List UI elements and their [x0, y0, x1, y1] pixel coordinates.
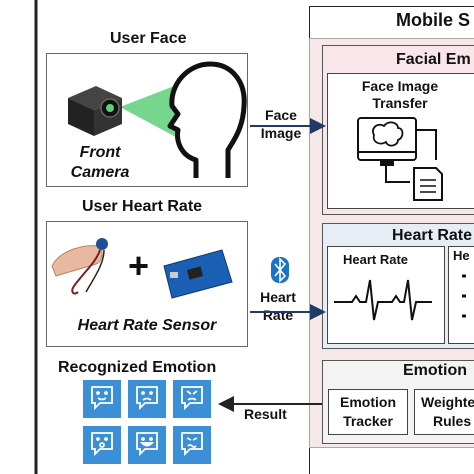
bluetooth-icon	[271, 257, 289, 283]
heart-rate-arrow-line1: Heart	[260, 289, 296, 305]
face-image-transfer-label: Face Image Transfer	[345, 78, 455, 112]
weighted-rules-line2: Rules	[433, 413, 472, 429]
result-arrow-label: Result	[244, 406, 287, 422]
user-heart-rate-title: User Heart Rate	[82, 198, 203, 215]
front-camera-caption: Front Camera	[60, 143, 140, 183]
heart-rate-sensor-caption: Heart Rate Sensor	[77, 317, 217, 334]
recognized-emotion-title: Recognized Emotion	[58, 359, 217, 376]
weighted-rules-line1: Weighte	[421, 394, 474, 410]
heart-rate-arrow-label: Heart Rate	[254, 288, 302, 324]
mobile-system-title: Mobile S	[396, 10, 471, 30]
front-camera-line1: Front	[79, 144, 121, 161]
user-face-title: User Face	[110, 30, 187, 47]
facial-emotion-title: Facial Em	[396, 51, 471, 68]
emotion-module-title: Emotion	[403, 362, 467, 379]
weighted-rules-label: Weighte Rules	[421, 393, 474, 431]
heart-rate-second-panel	[448, 246, 474, 344]
emotion-icon-angry	[173, 380, 211, 418]
heart-rate-module-title: Heart Rate	[392, 227, 473, 244]
heart-rate-second-panel-title: He	[453, 248, 470, 263]
emotion-icon-happy	[83, 380, 121, 418]
emotion-icon-grid	[83, 380, 213, 470]
emotion-icon-joy	[128, 426, 166, 464]
face-image-arrow-line1: Face	[265, 107, 297, 123]
emotion-tracker-label: Emotion Tracker	[328, 393, 408, 431]
emotion-icon-surprised	[83, 426, 121, 464]
front-camera-line2: Camera	[70, 164, 130, 181]
emotion-tracker-line2: Tracker	[343, 413, 393, 429]
emotion-tracker-box	[328, 389, 408, 435]
heart-rate-panel-title: Heart Rate	[343, 252, 409, 267]
face-image-arrow-line2: Image	[260, 125, 302, 141]
emotion-icon-disgust	[173, 426, 211, 464]
emotion-tracker-line1: Emotion	[340, 394, 396, 410]
weighted-rules-box	[414, 389, 474, 435]
face-image-arrow-label: Face Image	[254, 106, 308, 142]
emotion-icon-sad	[128, 380, 166, 418]
plus-sign: +	[128, 245, 150, 286]
face-image-transfer-line2: Transfer	[372, 95, 428, 111]
heart-rate-arrow-line2: Rate	[262, 307, 294, 323]
face-image-transfer-line1: Face Image	[361, 78, 439, 94]
